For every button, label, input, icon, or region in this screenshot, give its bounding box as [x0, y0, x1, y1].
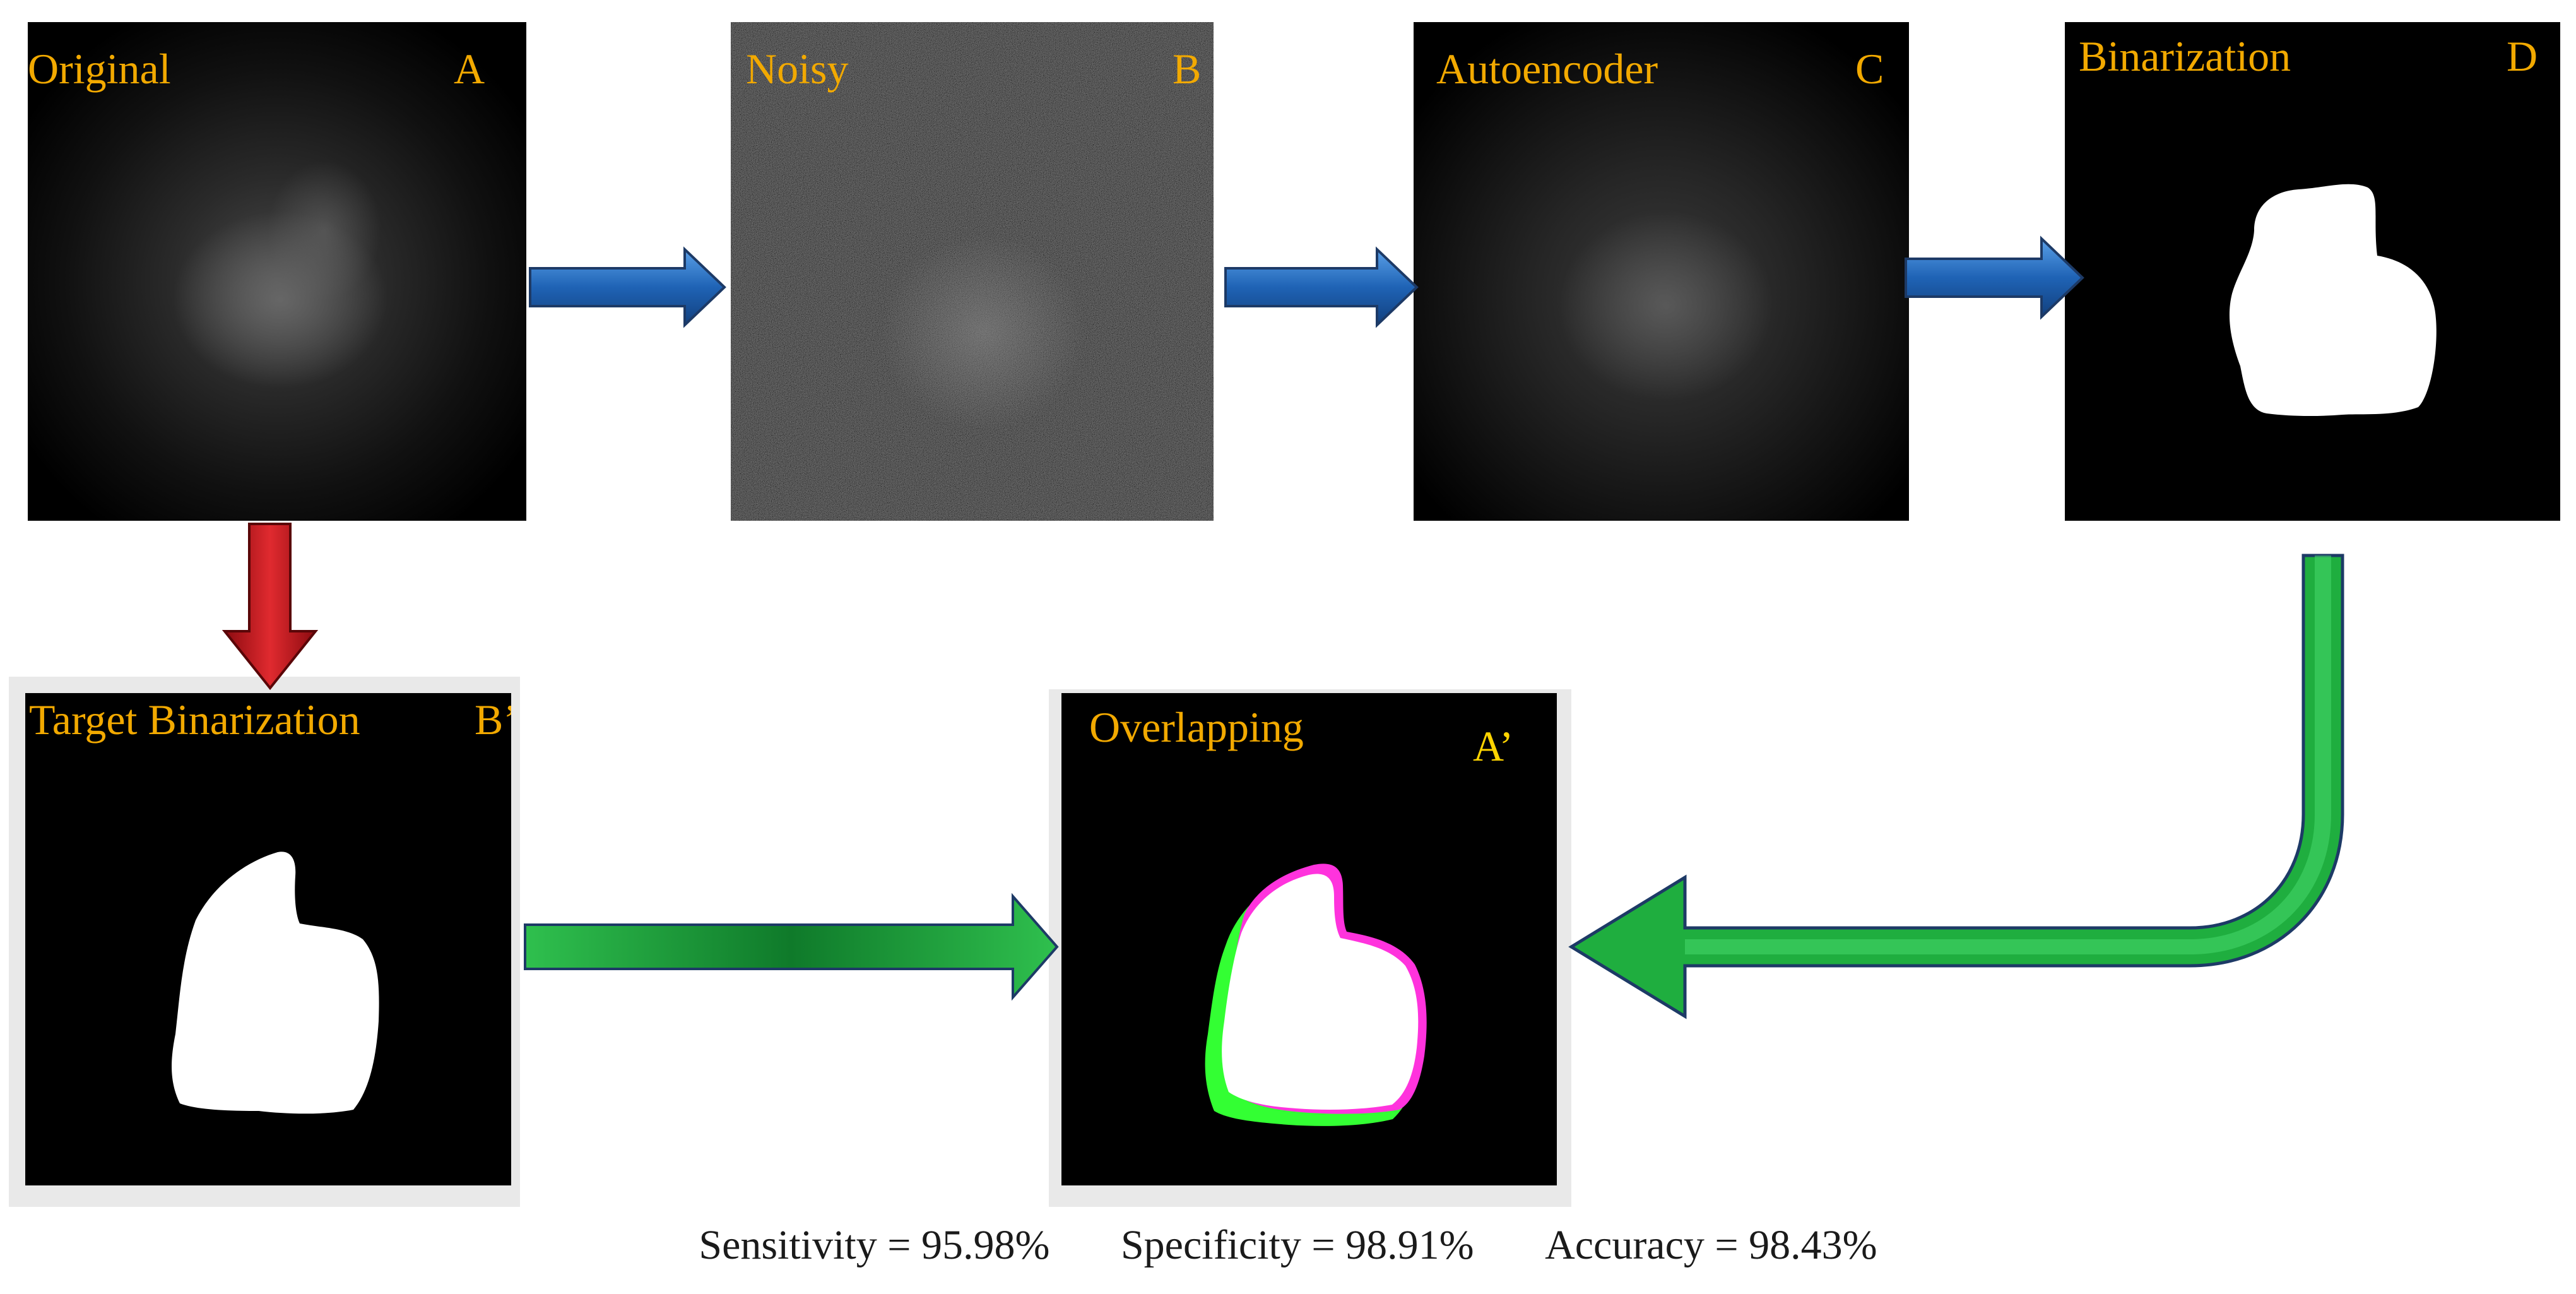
arrow-original-to-target: [222, 523, 319, 691]
metrics-line: Sensitivity = 95.98% Specificity = 98.91…: [0, 1221, 2576, 1269]
target-image: [25, 693, 511, 1185]
arrow-autoencoder-to-binarization: [1905, 235, 2084, 320]
overlap-image: [1061, 693, 1557, 1185]
target-letter: B’: [475, 696, 511, 744]
arrow-original-to-noisy: [529, 246, 726, 328]
target-mask: [172, 852, 379, 1114]
noisy-title: Noisy: [746, 45, 849, 93]
overlap-title: Overlapping: [1089, 703, 1304, 751]
original-title: Original: [28, 45, 171, 93]
panel-overlap: Overlapping A’: [1061, 693, 1557, 1185]
binarization-letter: D: [2507, 32, 2538, 80]
panel-target: Target Binarization B’: [25, 693, 511, 1185]
arrow-noisy-to-autoencoder: [1224, 246, 1419, 328]
arrow-highlight: [1685, 555, 2331, 954]
overlap-agreement-region: [1222, 874, 1419, 1110]
overlap-letter: A’: [1473, 722, 1514, 770]
binarization-mask: [2229, 184, 2437, 417]
arrow-binarization-to-overlap: [1568, 554, 2344, 1019]
metric-accuracy: Accuracy = 98.43%: [1545, 1222, 1877, 1268]
metric-sensitivity: Sensitivity = 95.98%: [699, 1222, 1050, 1268]
panel-binarization: Binarization D: [2065, 22, 2560, 521]
metric-specificity: Specificity = 98.91%: [1120, 1222, 1474, 1268]
binarization-title: Binarization: [2079, 32, 2291, 80]
panel-autoencoder: Autoencoder C: [1414, 22, 1909, 521]
arrow-target-to-overlap: [524, 893, 1059, 1001]
binarization-image: [2065, 22, 2560, 521]
noisy-letter: B: [1173, 45, 1202, 93]
target-title: Target Binarization: [29, 696, 360, 744]
noisy-image: [731, 22, 1214, 521]
original-image: [28, 22, 526, 521]
autoencoder-letter: C: [1855, 45, 1884, 93]
autoencoder-title: Autoencoder: [1436, 45, 1658, 93]
autoencoder-image: [1414, 22, 1909, 521]
original-letter: A: [454, 45, 485, 93]
panel-noisy: Noisy B: [731, 22, 1214, 521]
panel-original: Original A: [28, 22, 526, 521]
